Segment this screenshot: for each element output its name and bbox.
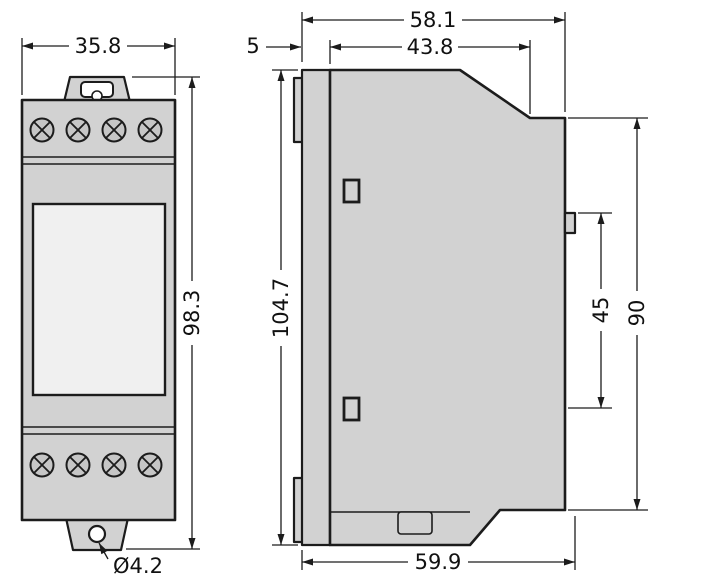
terminal-screw bbox=[29, 452, 55, 478]
hole-diameter-value: Ø4.2 bbox=[113, 554, 163, 578]
screw-slot bbox=[69, 121, 87, 139]
label-mask bbox=[69, 34, 127, 58]
label-mask bbox=[269, 270, 293, 346]
front-lip-value: 5 bbox=[246, 34, 259, 58]
dim-hole-diameter: Ø4.2 bbox=[98, 542, 163, 578]
front-view bbox=[20, 75, 177, 552]
label-mask bbox=[625, 291, 649, 335]
label-mask bbox=[408, 550, 468, 574]
terminal-screw bbox=[29, 117, 55, 143]
body-height-value: 90 bbox=[625, 300, 649, 327]
dim-front-height: 98.3 bbox=[126, 76, 204, 550]
side-view bbox=[292, 68, 577, 547]
terminal-screw bbox=[137, 452, 163, 478]
side-body bbox=[328, 68, 567, 547]
latch-marker bbox=[342, 396, 361, 422]
dim-bottom-depth: 59.9 bbox=[301, 516, 576, 574]
dim-body-depth: 43.8 bbox=[329, 35, 531, 114]
dim-body-height: 90 bbox=[568, 117, 649, 511]
bottom-depth-value: 59.9 bbox=[415, 550, 462, 574]
front-hook-tab bbox=[563, 211, 577, 235]
screw-slot bbox=[141, 121, 159, 139]
front-window bbox=[31, 202, 167, 397]
dim-panel-height: 45 bbox=[568, 212, 613, 409]
terminal-screw bbox=[65, 452, 91, 478]
label-mask bbox=[589, 289, 613, 331]
label-mask bbox=[402, 35, 458, 59]
terminal-screw bbox=[65, 117, 91, 143]
label-mask bbox=[404, 8, 462, 32]
screw-slot bbox=[33, 456, 51, 474]
rear-strip bbox=[300, 68, 332, 547]
fixing-hole bbox=[87, 524, 107, 544]
label-mask bbox=[180, 281, 204, 345]
dim-front-lip: 5 bbox=[246, 34, 301, 58]
panel-height-value: 45 bbox=[589, 297, 613, 324]
terminal-screw bbox=[101, 117, 127, 143]
screw-slot bbox=[33, 121, 51, 139]
latch-marker bbox=[342, 178, 361, 204]
screw-slot bbox=[69, 456, 87, 474]
total-depth-value: 58.1 bbox=[410, 8, 457, 32]
din-clip-tab bbox=[397, 511, 433, 535]
screw-slot bbox=[105, 121, 123, 139]
terminal-screw bbox=[137, 117, 163, 143]
body-depth-value: 43.8 bbox=[407, 35, 454, 59]
leader-line bbox=[98, 542, 109, 560]
total-height-value: 104.7 bbox=[269, 278, 293, 338]
dim-total-height: 104.7 bbox=[269, 69, 298, 546]
screw-slot bbox=[141, 456, 159, 474]
terminal-screw bbox=[101, 452, 127, 478]
dim-front-width: 35.8 bbox=[21, 34, 176, 95]
front-height-value: 98.3 bbox=[180, 290, 204, 337]
dim-total-depth: 58.1 bbox=[301, 8, 566, 112]
screw-slot bbox=[105, 456, 123, 474]
front-width-value: 35.8 bbox=[75, 34, 122, 58]
